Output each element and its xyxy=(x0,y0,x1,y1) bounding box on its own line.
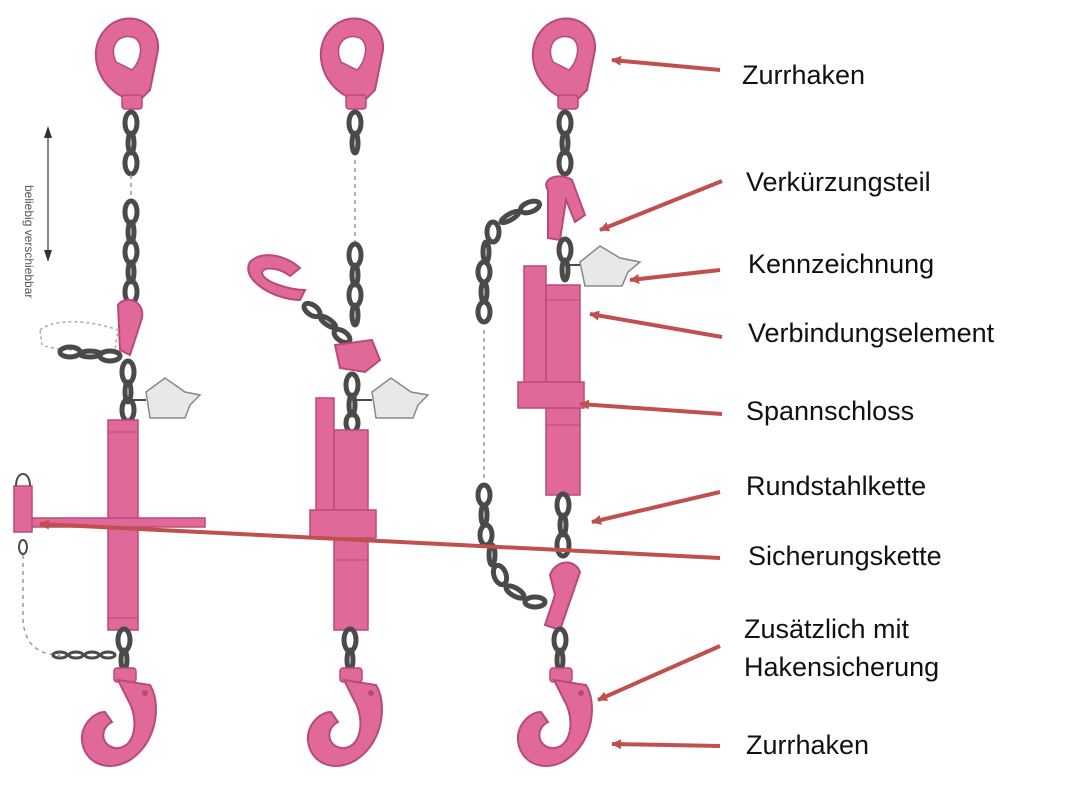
top-hook-icon xyxy=(319,17,385,110)
arrow-rundstahlkette xyxy=(591,490,721,525)
identification-tag-icon xyxy=(371,377,430,419)
chain-upper-right xyxy=(556,109,574,177)
chain-mid-middle xyxy=(343,371,361,435)
label-sicherungskette: Sicherungskette xyxy=(748,541,942,571)
assembly-left xyxy=(13,17,206,767)
chain-upper-left xyxy=(122,109,140,306)
safety-chain-handle xyxy=(13,485,33,533)
dashed-outline xyxy=(39,321,119,352)
arrow-spannschloss xyxy=(579,399,723,416)
label-zusaetzlich-line2: Hakensicherung xyxy=(744,652,940,682)
bottom-hook-icon xyxy=(80,667,157,767)
chain-side-middle xyxy=(301,300,353,346)
callout-arrows xyxy=(39,55,723,750)
chain-mid-right xyxy=(556,236,574,283)
side-hook-icon xyxy=(247,254,307,302)
arrow-verkuerzungsteil xyxy=(599,179,723,232)
safety-chain-links xyxy=(51,650,117,660)
arrow-verbindungselement xyxy=(589,310,723,339)
identification-tag-icon xyxy=(579,245,642,287)
chain-loop-right xyxy=(475,198,548,610)
assembly-middle xyxy=(247,17,430,767)
ratchet-lever xyxy=(315,397,335,529)
side-note-label: beliebig verschiebbar xyxy=(22,185,36,299)
label-zusaetzlich-line1: Zusätzlich mit xyxy=(744,614,910,644)
hook-safety-claw-icon xyxy=(543,561,582,632)
bottom-hook-icon xyxy=(516,667,593,767)
chain-lower-left xyxy=(115,626,133,673)
label-verkuerzungsteil: Verkürzungsteil xyxy=(746,167,931,197)
arrow-hakensicherung xyxy=(597,644,721,702)
identification-tag-icon xyxy=(145,377,202,419)
chain-side-left xyxy=(57,344,123,364)
safety-chain-dashed xyxy=(22,555,61,656)
arrow-zurrhaken-top xyxy=(611,55,721,72)
arrow-zurrhaken-bottom xyxy=(611,739,721,750)
label-verbindungselement: Verbindungselement xyxy=(748,318,995,348)
chain-lower-middle xyxy=(341,626,359,673)
bottom-hook-icon xyxy=(306,667,383,767)
ratchet-housing xyxy=(517,381,585,409)
label-zurrhaken-top: Zurrhaken xyxy=(742,60,866,90)
chain-bottom-right xyxy=(551,626,569,673)
chain-mid-left xyxy=(119,358,137,424)
double-arrow-icon xyxy=(44,126,52,262)
label-rundstahlkette: Rundstahlkette xyxy=(746,471,927,501)
ratchet-housing xyxy=(309,509,377,539)
shortening-claw-icon xyxy=(545,175,587,242)
label-spannschloss: Spannschloss xyxy=(746,396,915,426)
assembly-right xyxy=(475,17,642,767)
arrow-kennzeichnung xyxy=(629,268,721,284)
label-kennzeichnung: Kennzeichnung xyxy=(748,249,935,279)
chain-upper-middle xyxy=(346,109,364,328)
top-hook-icon xyxy=(531,17,597,110)
top-hook-icon xyxy=(94,17,160,110)
arrow-sicherungskette xyxy=(39,519,721,560)
shortening-claw-icon xyxy=(116,298,144,357)
connector-ring xyxy=(333,338,382,374)
chain-lower-right xyxy=(554,491,572,559)
label-zurrhaken-bottom: Zurrhaken xyxy=(746,730,870,760)
